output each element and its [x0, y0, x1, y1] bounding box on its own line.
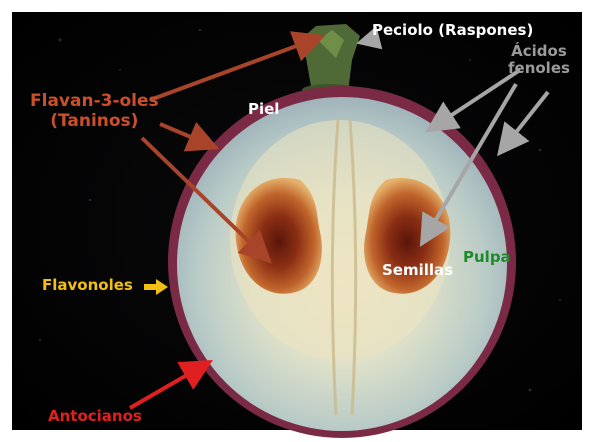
label-semillas: Semillas	[382, 262, 453, 279]
label-pulpa: Pulpa	[463, 249, 511, 266]
label-flavan-3-oles: Flavan-3-oles (Taninos)	[30, 92, 159, 131]
label-antocianos: Antocianos	[48, 408, 142, 425]
label-flavonoles: Flavonoles	[42, 277, 133, 294]
label-acidos-fenoles: Ácidos fenoles	[508, 43, 570, 78]
label-flavan-line1: Flavan-3-oles	[30, 92, 159, 112]
label-flavan-line2: (Taninos)	[30, 112, 159, 132]
label-peciolo: Peciolo (Raspones)	[372, 22, 533, 39]
label-acidos-line1: Ácidos	[508, 43, 570, 60]
label-piel: Piel	[248, 101, 279, 118]
label-acidos-line2: fenoles	[508, 60, 570, 77]
